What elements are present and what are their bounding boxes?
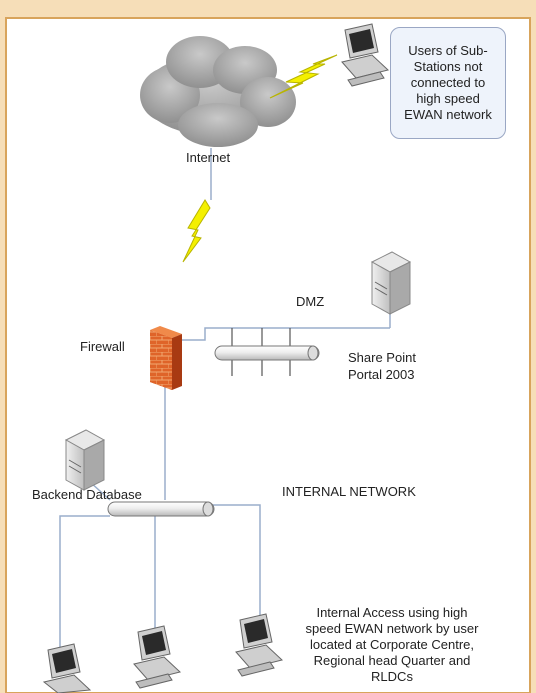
- internet-label: Internet: [186, 150, 231, 165]
- internal-computer-1-icon: [42, 643, 92, 693]
- internal-pipe: [107, 501, 215, 517]
- lightning-top: [269, 54, 338, 99]
- sharepoint-server-icon: [370, 251, 412, 315]
- dmz-label: DMZ: [296, 294, 325, 309]
- internal-computer-2-icon: [133, 625, 182, 689]
- internal-right-line: [200, 504, 261, 620]
- sharepoint-label-line1: Share Point: [348, 350, 416, 365]
- internal-access-label: Internal Access using high speed EWAN ne…: [305, 605, 479, 684]
- backend-server-icon: [64, 429, 106, 491]
- internal-left-line: [59, 515, 110, 650]
- remote-users-callout: Users of Sub- Stations not connected to …: [390, 27, 506, 139]
- internal-network-label: INTERNAL NETWORK: [282, 484, 416, 499]
- backend-database-label: Backend Database: [32, 487, 142, 502]
- dmz-pipe: [214, 345, 320, 361]
- firewall-label: Firewall: [80, 339, 125, 354]
- firewall-shape: [150, 326, 182, 390]
- internet-cloud-shape: [140, 36, 296, 147]
- remote-user-computer-icon: [341, 23, 390, 87]
- lightning-bolts: [182, 54, 338, 263]
- firewall-dmz-line: [175, 327, 240, 341]
- internal-computer-3-icon: [235, 613, 284, 677]
- lightning-firewall: [182, 199, 211, 263]
- sharepoint-label-line2: Portal 2003: [348, 367, 415, 382]
